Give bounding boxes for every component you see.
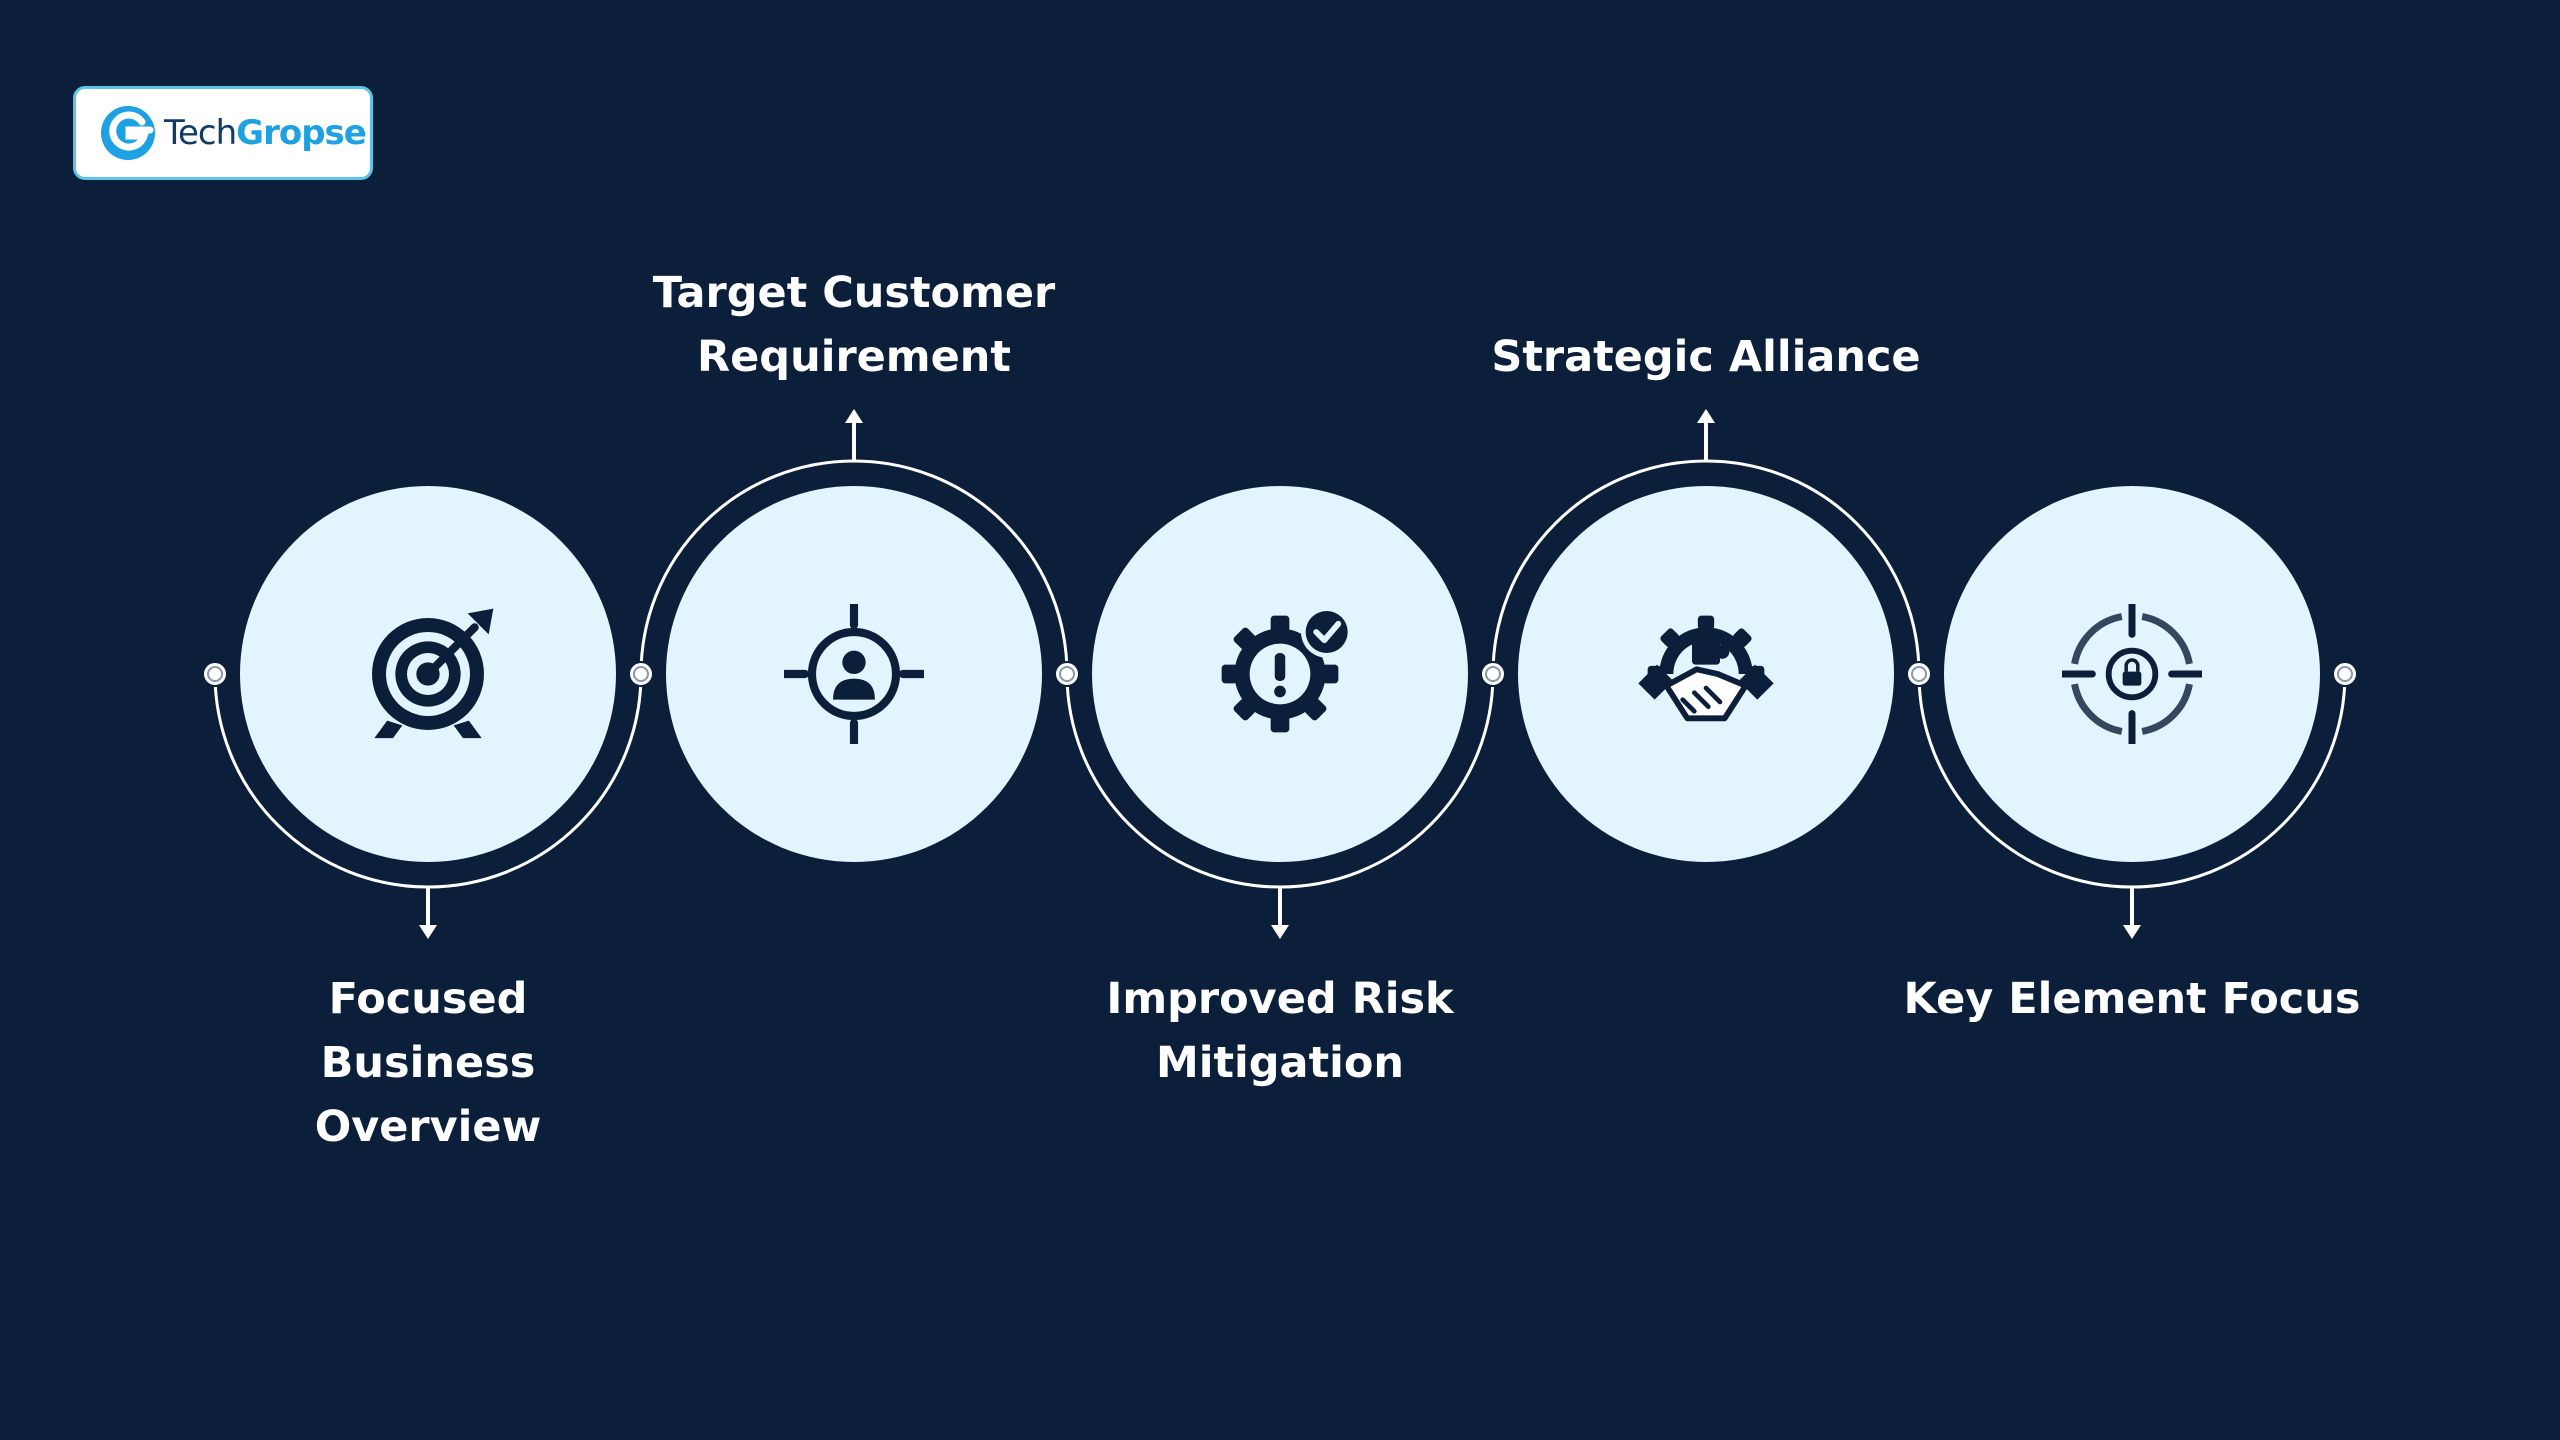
arrowhead-icon	[1697, 409, 1715, 423]
junction-node	[2332, 661, 2358, 687]
junction-node-inner	[2337, 666, 2353, 682]
logo-g-icon	[101, 106, 155, 160]
step-label: Strategic Alliance	[1491, 332, 1921, 382]
junction-node	[1480, 661, 1506, 687]
junction-node	[628, 661, 654, 687]
junction-node-inner	[633, 666, 649, 682]
logo-text-tech: Tech	[164, 113, 237, 153]
step-label: Key Element Focus	[1903, 974, 2361, 1024]
junction-node-inner	[1059, 666, 1075, 682]
arrowhead-icon	[2123, 925, 2141, 939]
arrowhead-icon	[845, 409, 863, 423]
junction-node-inner	[207, 666, 223, 682]
junction-node-inner	[1911, 666, 1927, 682]
junction-node-inner	[1485, 666, 1501, 682]
logo-wordmark: TechGropse	[164, 113, 367, 153]
step-label: Target Customer Requirement	[652, 268, 1056, 382]
junction-node	[1054, 661, 1080, 687]
arrowhead-icon	[419, 925, 437, 939]
logo-text-gropse: Gropse	[236, 113, 367, 153]
step-label: Focused Business Overview	[314, 974, 542, 1152]
techgropse-logo: TechGropse	[73, 86, 373, 180]
junction-node	[202, 661, 228, 687]
junction-node	[1906, 661, 1932, 687]
step-label: Improved Risk Mitigation	[1106, 974, 1454, 1088]
arrowhead-icon	[1271, 925, 1289, 939]
